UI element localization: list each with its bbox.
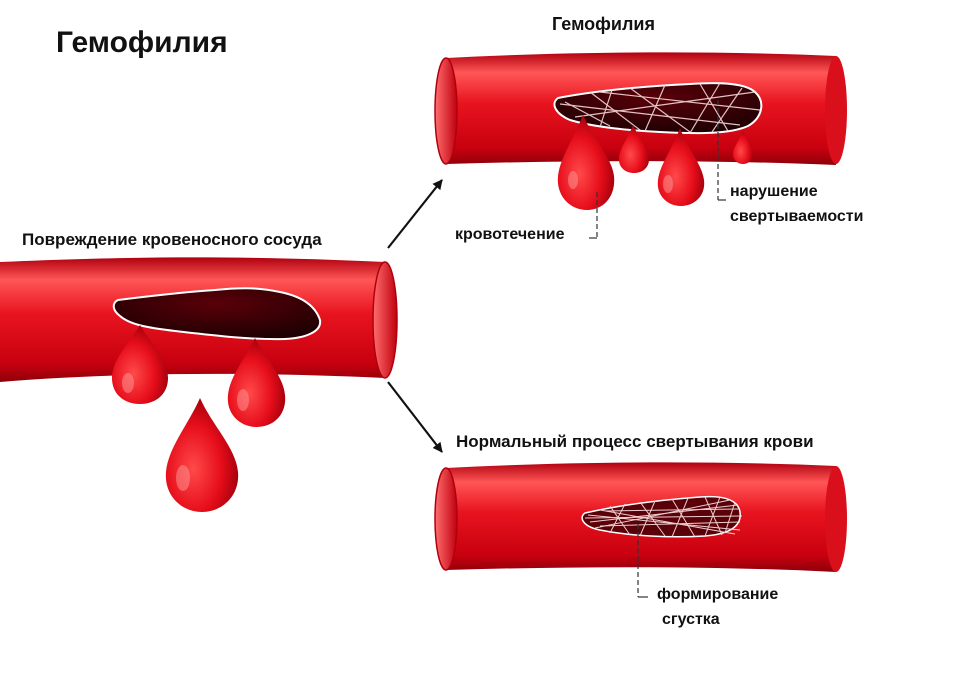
label-coagulation-line2: свертываемости: [730, 208, 864, 225]
label-vessel-damage: Повреждение кровеносного сосуда: [22, 230, 322, 249]
blood-drops-left: [112, 325, 286, 512]
blood-drops-hemophilia: [557, 115, 754, 239]
label-clot-line2: сгустка: [662, 611, 720, 628]
page-title: Гемофилия: [56, 26, 228, 59]
label-clot-line1: формирование: [657, 586, 779, 603]
normal-vessel: [434, 462, 847, 598]
blood-drop: [618, 125, 650, 173]
label-normal-clotting: Нормальный процесс свертывания крови: [456, 432, 814, 451]
arrow-to-normal: [387, 381, 443, 453]
arrow-to-hemophilia: [387, 179, 443, 249]
damaged-vessel: [0, 257, 398, 382]
vessel-wound: [112, 287, 322, 341]
dense-fibrin: [584, 496, 743, 538]
blood-drop: [732, 130, 754, 164]
label-bleeding: кровотечение: [455, 226, 565, 243]
hemophilia-vessel: [434, 52, 847, 201]
label-hemophilia: Гемофилия: [552, 14, 655, 34]
blood-drop: [165, 398, 239, 512]
sparse-fibrin: [559, 82, 761, 134]
label-coagulation-line1: нарушение: [730, 183, 818, 200]
